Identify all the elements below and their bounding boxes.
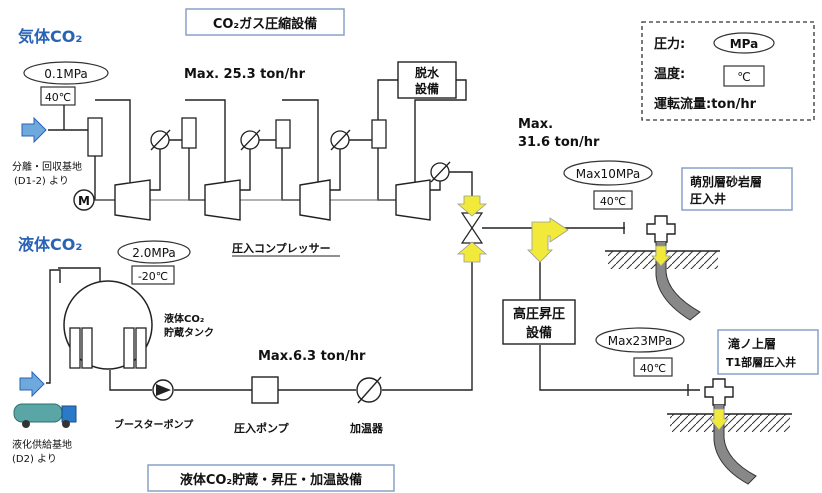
- legend-pressure-unit: MPa: [730, 37, 759, 51]
- svg-text:2.0MPa: 2.0MPa: [132, 246, 176, 260]
- cooler-1-icon: [150, 129, 171, 151]
- total-max-flow-line2: 31.6 ton/hr: [518, 135, 600, 150]
- well2-pressure: Max23MPa: [595, 327, 685, 353]
- svg-text:0.1MPa: 0.1MPa: [44, 67, 88, 81]
- gas-inlet-pressure: 0.1MPa: [23, 61, 109, 85]
- motor-icon: M: [73, 189, 95, 211]
- injection-pump-label: 圧入ポンプ: [234, 421, 290, 435]
- svg-text:滝ノ上層: 滝ノ上層: [728, 336, 776, 351]
- compressor-stage-2: [204, 179, 241, 221]
- gas-facility-title: CO₂ガス圧縮設備: [185, 8, 345, 36]
- gas-inlet-temp: 40℃: [40, 86, 76, 106]
- tanker-truck-icon: [13, 403, 77, 428]
- gas-co2-label: 気体CO₂: [18, 27, 82, 46]
- tank-label-line2: 貯蔵タンク: [164, 326, 214, 339]
- splitter-arrows-icon: [527, 217, 569, 263]
- gas-max-flow: Max. 25.3 ton/hr: [184, 67, 306, 82]
- legend-flow-label: 運転流量:ton/hr: [654, 96, 757, 112]
- svg-text:Max23MPa: Max23MPa: [608, 334, 672, 348]
- svg-text:萌別層砂岩層: 萌別層砂岩層: [690, 174, 762, 189]
- liquid-inlet-pressure: 2.0MPa: [117, 240, 191, 264]
- liquid-inlet-arrow-icon: [19, 370, 45, 398]
- svg-text:CO₂ガス圧縮設備: CO₂ガス圧縮設備: [213, 16, 317, 32]
- svg-text:設備: 設備: [526, 325, 552, 341]
- booster-pump-icon: [152, 379, 174, 401]
- separator-2: [181, 117, 197, 149]
- legend: 圧力: MPa 温度: ℃ 運転流量:ton/hr: [641, 21, 815, 121]
- liquid-facility-title: 液体CO₂貯蔵・昇圧・加温設備: [147, 464, 395, 492]
- legend-temp-label: 温度:: [654, 66, 685, 82]
- injection-pump-icon: [251, 376, 279, 404]
- total-max-flow-line1: Max.: [518, 117, 553, 132]
- well1-temp: 40℃: [593, 190, 633, 210]
- compressor-stage-3: [299, 179, 331, 221]
- liquid-source-line2: (D2) より: [12, 453, 57, 465]
- well1-wellhead-icon: [605, 215, 720, 321]
- liquid-max-flow: Max.6.3 ton/hr: [258, 349, 366, 364]
- liquid-co2-label: 液体CO₂: [18, 235, 82, 254]
- svg-text:M: M: [78, 194, 90, 208]
- cooler-2-icon: [240, 129, 261, 151]
- merge-valve-icon: [456, 195, 488, 263]
- hp-booster-unit: 高圧昇圧 設備: [502, 299, 576, 345]
- dehydration-unit: 脱水 設備: [397, 61, 457, 99]
- gas-source-line1: 分離・回収基地: [12, 160, 82, 173]
- liquid-inlet-temp: -20℃: [131, 265, 175, 285]
- gas-inlet-arrow-icon: [21, 116, 47, 144]
- compressor-stage-1: [114, 179, 151, 221]
- booster-pump-label: ブースターポンプ: [114, 418, 194, 431]
- legend-temp-unit: ℃: [737, 70, 750, 84]
- cooler-3-icon: [330, 129, 351, 151]
- heater-icon: [356, 376, 382, 404]
- svg-text:液体CO₂貯蔵・昇圧・加温設備: 液体CO₂貯蔵・昇圧・加温設備: [180, 472, 362, 488]
- separator-3: [275, 119, 291, 149]
- compressor-label: 圧入コンプレッサー: [232, 241, 331, 255]
- svg-text:40℃: 40℃: [45, 91, 71, 104]
- well2-temp: 40℃: [633, 357, 673, 377]
- legend-pressure-label: 圧力:: [654, 36, 685, 52]
- well2-name-box: 滝ノ上層 T1部層圧入井: [717, 329, 819, 375]
- liquid-co2-tank: [63, 280, 153, 370]
- svg-text:設備: 設備: [415, 81, 439, 96]
- well1-pressure: Max10MPa: [563, 160, 653, 186]
- separator-4: [371, 119, 387, 149]
- well2-wellhead-icon: [667, 378, 792, 485]
- well1-name-box: 萌別層砂岩層 圧入井: [681, 167, 793, 211]
- heater-label: 加温器: [349, 421, 384, 435]
- liquid-piping: [46, 245, 473, 391]
- gas-source-line2: (D1-2) より: [14, 175, 69, 187]
- svg-text:T1部層圧入井: T1部層圧入井: [726, 355, 796, 369]
- svg-text:脱水: 脱水: [415, 65, 440, 80]
- svg-text:-20℃: -20℃: [138, 270, 168, 283]
- tank-label-line1: 液体CO₂: [164, 312, 204, 325]
- svg-text:40℃: 40℃: [640, 362, 666, 375]
- svg-text:高圧昇圧: 高圧昇圧: [513, 306, 565, 322]
- separator-1: [87, 117, 103, 157]
- compressor-stage-4: [395, 179, 431, 221]
- cooler-4-icon: [430, 161, 451, 183]
- svg-text:Max10MPa: Max10MPa: [576, 167, 640, 181]
- liquid-source-line1: 液化供給基地: [12, 438, 72, 451]
- svg-text:40℃: 40℃: [600, 195, 626, 208]
- svg-text:圧入井: 圧入井: [690, 191, 726, 206]
